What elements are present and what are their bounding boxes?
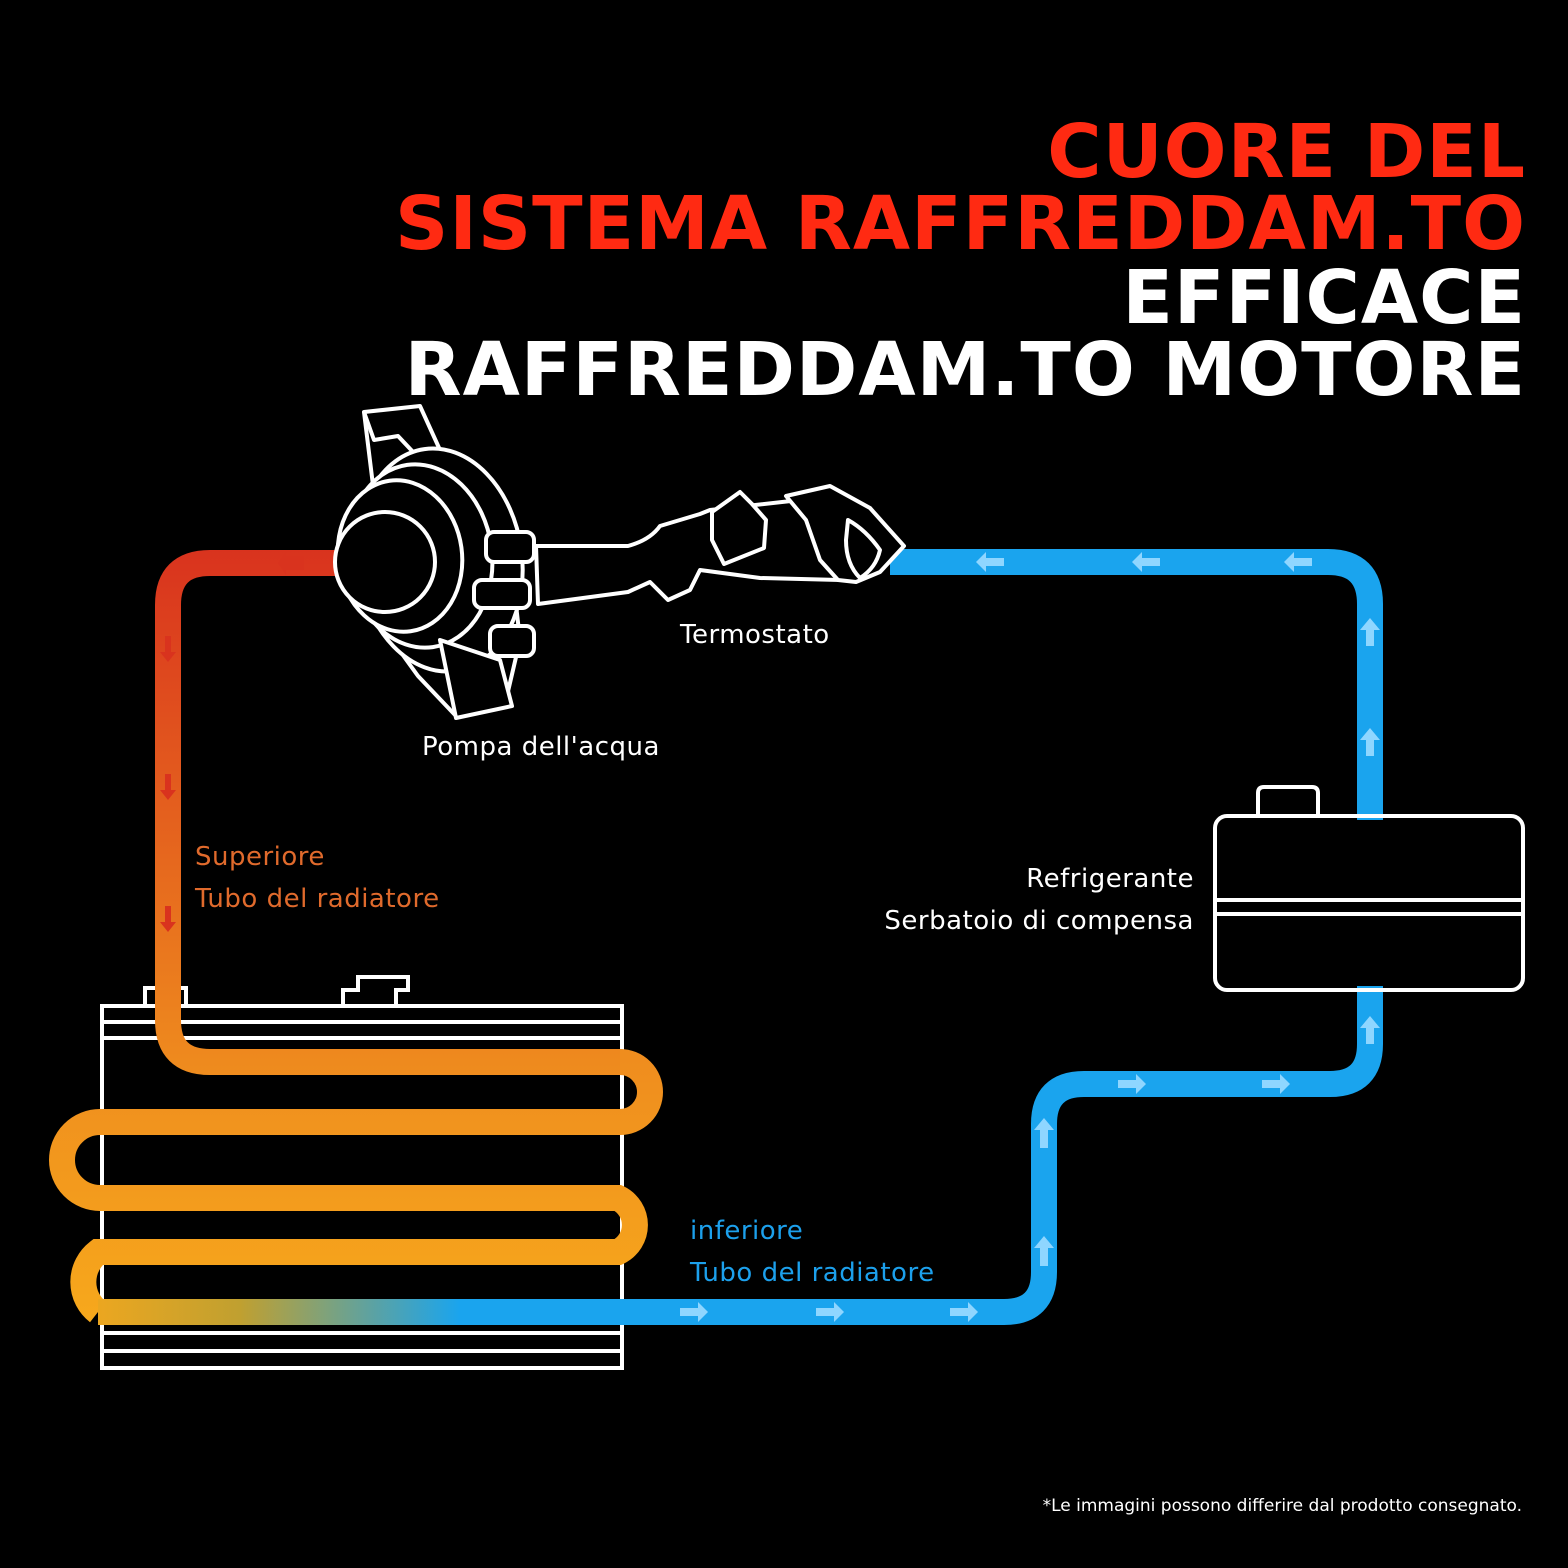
upper-radiator-hose xyxy=(155,550,633,1075)
thermostat-label: Termostato xyxy=(680,620,830,650)
reservoir-label-line2: Serbatoio di compensa xyxy=(884,906,1194,936)
title-line-4: RAFFREDDAM.TO MOTORE xyxy=(404,327,1526,413)
water-pump-label: Pompa dell'acqua xyxy=(422,732,660,762)
thermostat-icon xyxy=(534,484,906,606)
return-hose xyxy=(890,549,1383,820)
title-line-2: SISTEMA RAFFREDDAM.TO xyxy=(395,181,1526,267)
water-pump-icon xyxy=(333,404,536,720)
reservoir-label-line1: Refrigerante xyxy=(1026,864,1194,894)
title-line-1: CUORE DEL xyxy=(1047,109,1526,195)
reservoir-icon xyxy=(1213,785,1525,992)
lower-hose-label-line1: inferiore xyxy=(690,1216,804,1246)
upper-hose-label-line2: Tubo del radiatore xyxy=(195,884,440,914)
lower-radiator-hose xyxy=(468,986,1383,1325)
flow-arrow-icon xyxy=(160,551,1380,1322)
lower-hose-label-line2: Tubo del radiatore xyxy=(690,1258,935,1288)
title-line-3: EFFICACE xyxy=(1122,255,1526,341)
footnote: *Le immagini possono differire dal prodo… xyxy=(1042,1496,1522,1516)
upper-hose-label-line1: Superiore xyxy=(195,842,325,872)
radiator-coil xyxy=(49,1049,663,1323)
